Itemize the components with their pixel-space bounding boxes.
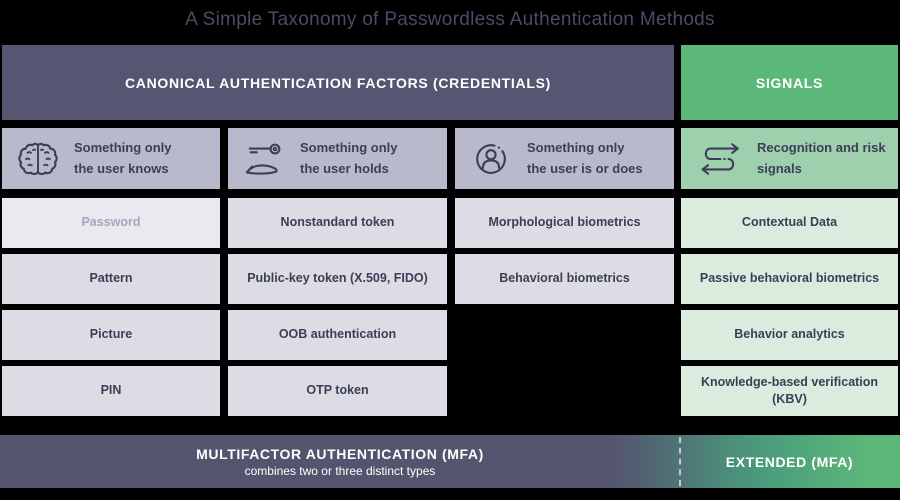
- cell-behavioral-biometrics: Behavioral biometrics: [455, 254, 674, 304]
- person-circle-icon: [468, 139, 514, 179]
- mfa-footer-bar: [0, 435, 900, 488]
- key-in-hand-icon: [241, 139, 287, 179]
- cell-knowledge-based-verification: Knowledge-based verification (KBV): [681, 366, 898, 416]
- recognition-arrows-icon: [694, 140, 744, 178]
- cell-otp-token: OTP token: [228, 366, 447, 416]
- cell-morphological-biometrics: Morphological biometrics: [455, 198, 674, 248]
- cell-behavior-analytics: Behavior analytics: [681, 310, 898, 360]
- cell-password: Password: [2, 198, 220, 248]
- mfa-subtitle: combines two or three distinct types: [244, 463, 436, 478]
- mfa-title: MULTIFACTOR AUTHENTICATION (MFA): [196, 445, 484, 462]
- cell-contextual-data: Contextual Data: [681, 198, 898, 248]
- dashed-divider: [679, 437, 681, 486]
- cell-picture: Picture: [2, 310, 220, 360]
- cell-oob-authentication: OOB authentication: [228, 310, 447, 360]
- cell-passive-behavioral-biometrics: Passive behavioral biometrics: [681, 254, 898, 304]
- brain-icon: [15, 139, 61, 179]
- cell-public-key-token: Public-key token (X.509, FIDO): [228, 254, 447, 304]
- cell-pattern: Pattern: [2, 254, 220, 304]
- extended-mfa-label: EXTENDED (MFA): [725, 453, 854, 470]
- cell-nonstandard-token: Nonstandard token: [228, 198, 447, 248]
- signals-banner: SIGNALS: [681, 45, 898, 120]
- mfa-label-group: MULTIFACTOR AUTHENTICATION (MFA) combine…: [0, 435, 680, 488]
- cell-pin: PIN: [2, 366, 220, 416]
- canonical-factors-banner: CANONICAL AUTHENTICATION FACTORS (CREDEN…: [2, 45, 674, 120]
- page-title: A Simple Taxonomy of Passwordless Authen…: [185, 9, 715, 30]
